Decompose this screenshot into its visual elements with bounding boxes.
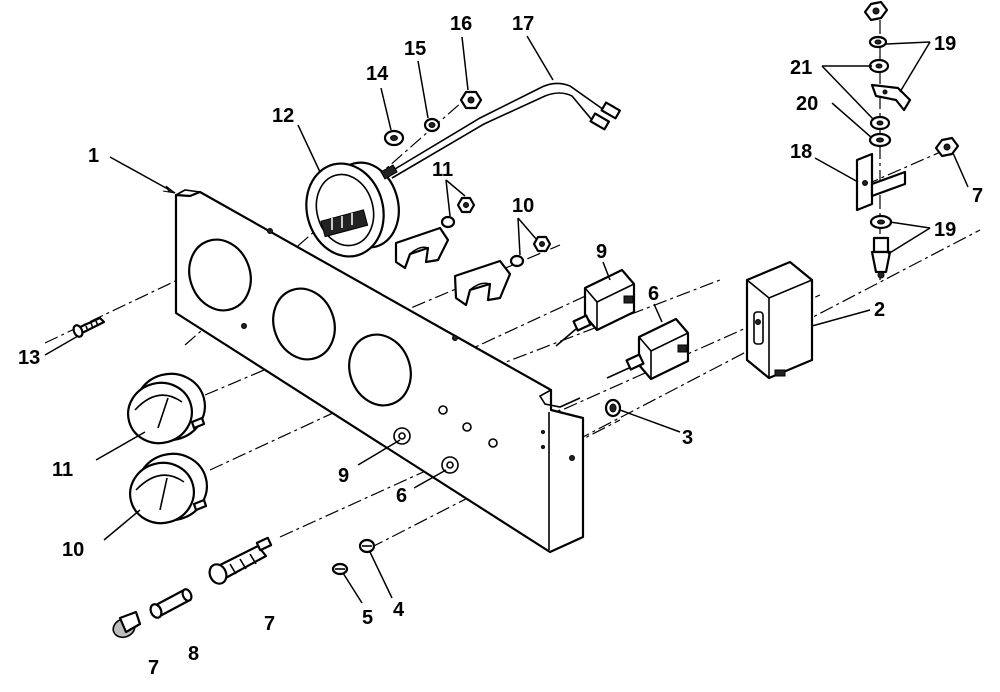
gauge-11 bbox=[127, 372, 206, 445]
callout-18: 18 bbox=[790, 141, 812, 163]
callout-10-upper: 10 bbox=[512, 195, 534, 217]
gauge-10 bbox=[129, 452, 208, 525]
gauge-clamp-bracket-lower bbox=[453, 259, 512, 307]
callout-17: 17 bbox=[512, 13, 534, 35]
clamp-hardware bbox=[440, 196, 552, 268]
callout-11-upper: 11 bbox=[432, 159, 453, 181]
callout-2: 2 bbox=[874, 299, 885, 321]
lamp-bulb bbox=[149, 588, 193, 619]
hour-meter bbox=[305, 161, 400, 258]
front-panel bbox=[174, 189, 585, 554]
toggle-switch-6 bbox=[606, 317, 690, 381]
callout-7-lamp-lens: 7 bbox=[148, 657, 159, 679]
callout-9-upper: 9 bbox=[596, 241, 607, 263]
callout-3: 3 bbox=[682, 427, 693, 449]
callout-13: 13 bbox=[18, 347, 40, 369]
callout-19-upper: 19 bbox=[934, 33, 956, 55]
callout-14: 14 bbox=[366, 63, 389, 85]
screw-hardware bbox=[331, 538, 376, 576]
callout-15: 15 bbox=[404, 38, 426, 60]
callout-labels: 1 2 3 4 5 6 6 7 7 7 8 9 9 10 10 11 11 12… bbox=[18, 13, 983, 679]
callout-7-lamp-socket: 7 bbox=[264, 613, 275, 635]
toggle-switch-9 bbox=[555, 268, 636, 347]
mounting-stud bbox=[72, 316, 106, 338]
callout-20: 20 bbox=[796, 93, 818, 115]
callout-12: 12 bbox=[272, 105, 294, 127]
callout-7-right: 7 bbox=[972, 185, 983, 207]
callout-5: 5 bbox=[362, 607, 373, 629]
callout-21: 21 bbox=[790, 57, 812, 79]
callout-1: 1 bbox=[88, 145, 99, 167]
callout-4: 4 bbox=[393, 599, 405, 621]
lamp-socket bbox=[208, 536, 273, 585]
meter-hardware bbox=[383, 90, 483, 147]
leader-lines bbox=[44, 35, 969, 604]
callout-10-lower: 10 bbox=[62, 539, 84, 561]
grommet bbox=[604, 398, 622, 418]
right-bracket-stack bbox=[855, 0, 960, 279]
callout-6-lower: 6 bbox=[396, 485, 407, 507]
callout-16: 16 bbox=[450, 13, 472, 35]
gauge-clamp-bracket-upper bbox=[394, 226, 450, 270]
callout-8: 8 bbox=[188, 643, 199, 665]
callout-9-lower: 9 bbox=[338, 465, 349, 487]
callout-6-upper: 6 bbox=[648, 283, 659, 305]
callout-11-lower: 11 bbox=[52, 459, 73, 481]
lamp-lens bbox=[112, 610, 142, 639]
relay-box bbox=[745, 260, 814, 380]
callout-19-lower: 19 bbox=[934, 219, 956, 241]
wiring-harness bbox=[380, 82, 622, 180]
